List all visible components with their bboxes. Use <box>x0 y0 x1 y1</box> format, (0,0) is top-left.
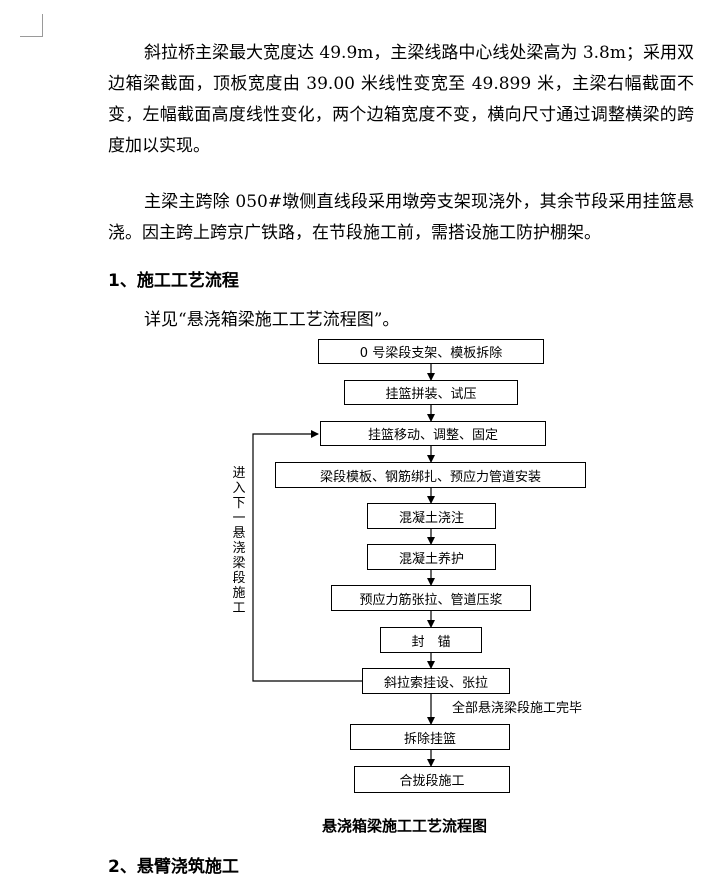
flow-step-4-pour-concrete: 混凝土浇注 <box>367 503 496 529</box>
flow-step-label: 挂篮拼装、试压 <box>385 387 477 402</box>
flow-step-label: 挂篮移动、调整、固定 <box>367 428 498 443</box>
paragraph-text: 主梁主跨除 050#墩侧直线段采用墩旁支架现浇外，其余节段采用挂篮悬浇。因主跨上… <box>108 192 694 243</box>
flow-step-3-formwork-rebar: 梁段模板、钢筋绑扎、预应力管道安装 <box>275 462 586 488</box>
all-segments-done-note: 全部悬浇梁段施工完毕 <box>452 701 583 716</box>
flow-step-9-remove-cradle: 拆除挂篮 <box>350 724 510 750</box>
paragraph-girder-section: 斜拉桥主梁最大宽度达 49.9m，主梁线路中心线处梁高为 3.8m；采用双边箱梁… <box>108 38 694 162</box>
section-heading-cantilever-casting: 2、悬臂浇筑施工 <box>108 857 239 877</box>
flow-step-8-stay-cable: 斜拉索挂设、张拉 <box>362 668 510 694</box>
section-heading-process-flow: 1、施工工艺流程 <box>108 271 239 291</box>
flow-step-label: 合拢段施工 <box>399 774 465 789</box>
flow-step-6-tension-grout: 预应力筋张拉、管道压浆 <box>331 585 531 611</box>
see-flowchart-line: 详见“悬浇箱梁施工工艺流程图”。 <box>144 310 400 330</box>
flow-step-label: 混凝土浇注 <box>398 510 464 526</box>
flow-step-label: 预应力筋张拉、管道压浆 <box>359 592 503 608</box>
flow-step-7-seal-anchor: 封 锚 <box>380 627 482 653</box>
paragraph-text: 斜拉桥主梁最大宽度达 49.9m，主梁线路中心线处梁高为 3.8m；采用双边箱梁… <box>108 43 694 156</box>
loop-next-segment-label: 进入下一悬浇梁段施工 <box>232 466 246 616</box>
flowchart-caption: 悬浇箱梁施工工艺流程图 <box>322 817 488 835</box>
flow-step-label: 混凝土养护 <box>398 551 464 567</box>
page-corner-mark <box>20 14 43 37</box>
flow-step-0-remove-support: 0 号梁段支架、模板拆除 <box>318 339 544 364</box>
flow-step-1-assemble-cradle: 挂篮拼装、试压 <box>344 380 518 405</box>
flow-step-10-closure-segment: 合拢段施工 <box>354 766 510 793</box>
flow-step-label: 斜拉索挂设、张拉 <box>383 675 488 691</box>
flow-step-label: 梁段模板、钢筋绑扎、预应力管道安装 <box>319 469 541 485</box>
flow-step-label: 0 号梁段支架、模板拆除 <box>359 346 503 361</box>
loop-back-arrow <box>252 430 362 682</box>
flow-step-5-cure-concrete: 混凝土养护 <box>367 544 496 570</box>
paragraph-cantilever-method: 主梁主跨除 050#墩侧直线段采用墩旁支架现浇外，其余节段采用挂篮悬浇。因主跨上… <box>108 187 694 249</box>
flow-step-2-move-cradle: 挂篮移动、调整、固定 <box>320 421 546 446</box>
flow-step-label: 封 锚 <box>411 634 451 650</box>
flow-step-label: 拆除挂篮 <box>403 731 456 747</box>
